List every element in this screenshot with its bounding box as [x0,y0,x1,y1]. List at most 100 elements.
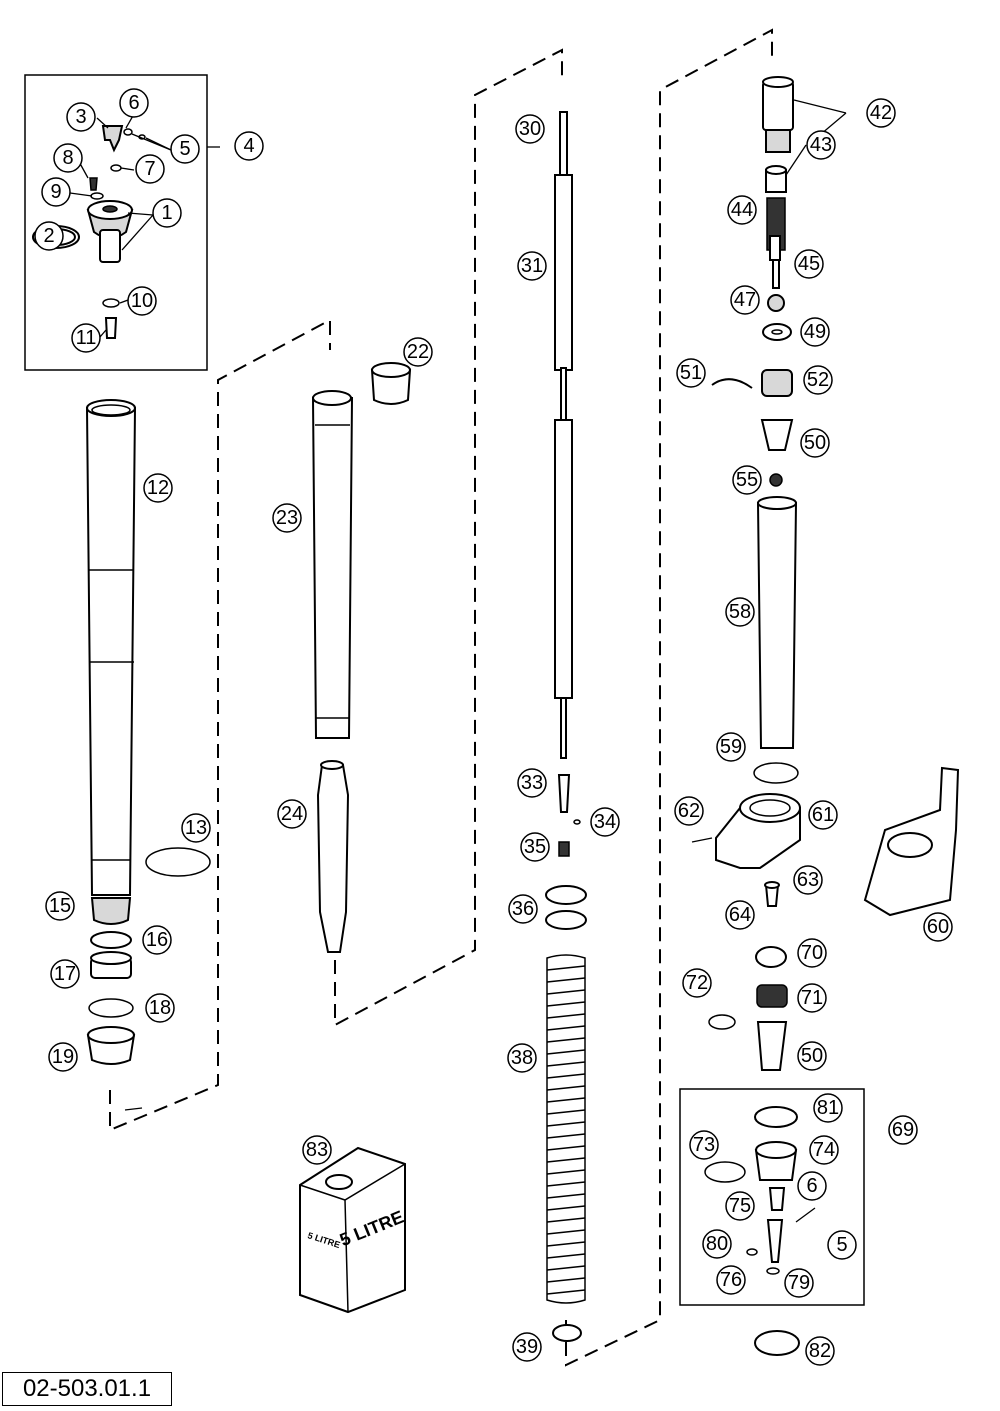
callout-50: 50 [800,428,830,458]
callout-44: 44 [727,195,757,225]
svg-text:8: 8 [62,147,73,169]
base-valve-part [691,766,960,917]
svg-text:10: 10 [131,290,153,312]
callout-18: 18 [145,993,175,1023]
subassembly-box-4 [24,74,208,371]
svg-text:73: 73 [693,1134,715,1156]
callout-6: 6 [119,88,149,118]
callout-5-lower: 5 [827,1230,857,1260]
callout-16: 16 [142,925,172,955]
callout-2: 2 [34,221,64,251]
callout-34: 34 [590,807,620,837]
callout-80: 80 [702,1229,732,1259]
callout-59: 59 [716,732,746,762]
svg-text:52: 52 [807,369,829,391]
callout-23: 23 [272,503,302,533]
svg-text:75: 75 [729,1195,751,1217]
callout-52: 52 [803,365,833,395]
svg-text:6: 6 [806,1175,817,1197]
svg-text:16: 16 [146,929,168,951]
callout-7: 7 [135,154,165,184]
outer-tube-part [85,399,211,1065]
callout-43: 43 [806,130,836,160]
callout-9: 9 [41,177,71,207]
svg-text:51: 51 [680,362,702,384]
svg-text:24: 24 [281,803,303,825]
callout-51: 51 [676,358,706,388]
svg-text:3: 3 [75,106,86,128]
callout-15: 15 [45,891,75,921]
svg-text:9: 9 [50,181,61,203]
svg-text:5: 5 [179,138,190,160]
svg-text:74: 74 [813,1139,835,1161]
svg-text:72: 72 [686,972,708,994]
svg-text:61: 61 [812,804,834,826]
svg-text:76: 76 [720,1269,742,1291]
callout-45: 45 [794,249,824,279]
callout-61: 61 [808,800,838,830]
callout-6-lower: 6 [797,1171,827,1201]
callout-76: 76 [716,1265,746,1295]
callout-30: 30 [515,114,545,144]
callout-38: 38 [507,1043,537,1073]
assembly-outline-damper [565,28,773,1367]
svg-text:19: 19 [52,1046,74,1068]
callout-64: 64 [725,900,755,930]
svg-text:22: 22 [407,341,429,363]
svg-text:60: 60 [927,916,949,938]
svg-text:33: 33 [521,772,543,794]
svg-text:71: 71 [801,987,823,1009]
callout-36: 36 [508,894,538,924]
damper-cartridge-part [711,76,799,784]
svg-text:13: 13 [185,817,207,839]
callout-82: 82 [805,1336,835,1366]
callout-22: 22 [403,337,433,367]
svg-text:59: 59 [720,736,742,758]
svg-text:80: 80 [706,1233,728,1255]
svg-text:23: 23 [276,507,298,529]
callout-5: 5 [170,134,200,164]
callout-72: 72 [682,968,712,998]
callout-58: 58 [725,597,755,627]
callout-33: 33 [517,768,547,798]
callout-12: 12 [143,473,173,503]
svg-text:43: 43 [810,134,832,156]
callout-39: 39 [512,1332,542,1362]
svg-text:83: 83 [306,1139,328,1161]
svg-text:17: 17 [54,963,76,985]
svg-text:70: 70 [801,942,823,964]
callout-70: 70 [797,938,827,968]
callout-74: 74 [809,1135,839,1165]
svg-text:69: 69 [892,1119,914,1141]
callout-1: 1 [152,198,182,228]
svg-text:82: 82 [809,1340,831,1362]
callout-63: 63 [793,865,823,895]
oil-can-part: 5 LITRE 5 LITRE [299,1146,407,1314]
svg-text:64: 64 [729,904,751,926]
svg-text:18: 18 [149,997,171,1019]
svg-text:47: 47 [734,289,756,311]
lower-valve-part [708,946,788,1071]
svg-text:39: 39 [516,1336,538,1358]
svg-text:6: 6 [128,92,139,114]
callout-83: 83 [302,1135,332,1165]
callout-55: 55 [732,465,762,495]
svg-text:7: 7 [144,158,155,180]
callout-24: 24 [277,799,307,829]
assembly-outline-outer-tube [109,318,331,1132]
callout-79: 79 [784,1268,814,1298]
callout-31: 31 [517,251,547,281]
callout-8: 8 [53,143,83,173]
svg-text:12: 12 [147,477,169,499]
svg-text:4: 4 [243,135,254,157]
callout-17: 17 [50,959,80,989]
callout-19: 19 [48,1042,78,1072]
callout-60: 60 [923,912,953,942]
svg-text:55: 55 [736,469,758,491]
svg-text:63: 63 [797,869,819,891]
svg-text:34: 34 [594,811,616,833]
leader-lines [69,99,847,1111]
svg-text:31: 31 [521,255,543,277]
spring-part [545,885,587,1342]
